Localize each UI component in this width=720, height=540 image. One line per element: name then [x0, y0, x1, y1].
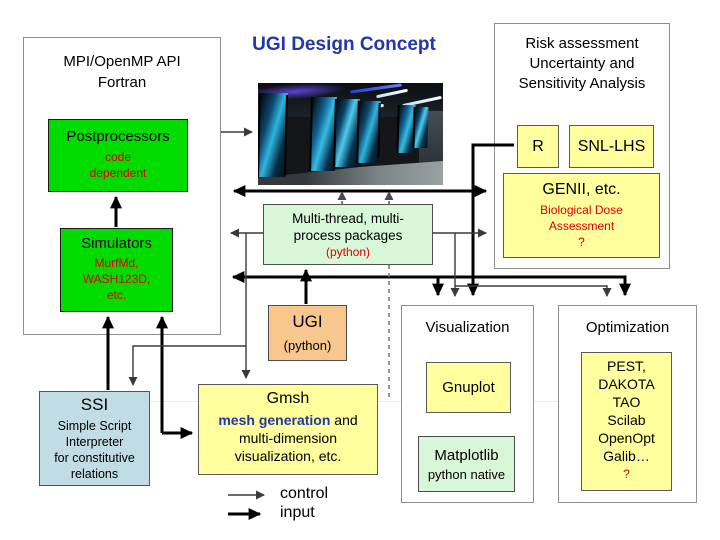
ssi-sub3: for constitutive: [54, 451, 135, 465]
gmsh-line2: mesh generation and: [199, 411, 377, 429]
gmsh-line3: multi-dimension: [238, 430, 338, 446]
legend-input-label: input: [280, 504, 315, 521]
simulators-sub2: WASH123D,: [82, 272, 151, 286]
multithread-line2: process packages: [293, 228, 403, 243]
snl-lhs-box: SNL-LHS: [569, 125, 654, 168]
snl-lhs-label: SNL-LHS: [577, 138, 646, 155]
arrow-control-to-optimization: [455, 285, 612, 297]
page-title: UGI Design Concept: [252, 34, 436, 55]
postprocessors-title: Postprocessors: [66, 128, 170, 145]
pest-line6: Galib…: [603, 448, 650, 464]
simulators-sub1: MurfMd,: [94, 256, 139, 270]
mpi-title-line1: MPI/OpenMP API: [63, 53, 181, 70]
pest-line1: PEST,: [607, 358, 646, 374]
postprocessors-sub2: dependent: [89, 166, 147, 180]
multithread-line1: Multi-thread, multi-: [292, 211, 404, 226]
ssi-sub1: Simple Script: [57, 419, 132, 433]
genii-title: GENII, etc.: [542, 181, 621, 198]
pest-line5: OpenOpt: [598, 430, 655, 446]
legend-control-label: control: [280, 485, 329, 502]
ssi-sub2: Interpreter: [65, 435, 124, 449]
matplotlib-title: Matplotlib: [434, 447, 499, 464]
pest-line4: Scilab: [607, 412, 646, 428]
simulators-sub3: etc.: [106, 288, 127, 302]
genii-sub3: ?: [578, 235, 585, 249]
gmsh-mesh-generation-highlight: mesh generation: [218, 412, 331, 428]
simulators-box: Simulators MurfMd, WASH123D, etc.: [60, 228, 173, 312]
gnuplot-box: Gnuplot: [426, 362, 511, 413]
gmsh-line2-rest: and: [330, 412, 358, 428]
ssi-sub4: relations: [70, 467, 119, 481]
optimization-title: Optimization: [585, 319, 670, 336]
photo-server-cabinet: [412, 107, 429, 148]
pest-box: PEST, DAKOTA TAO Scilab OpenOpt Galib… ?: [581, 352, 672, 491]
r-box: R: [517, 125, 559, 168]
ugi-box: UGI (python): [268, 305, 347, 361]
gmsh-line4: visualization, etc.: [234, 448, 342, 464]
matplotlib-box: Matplotlib python native: [418, 436, 515, 492]
r-label: R: [532, 138, 544, 155]
risk-title-line3: Sensitivity Analysis: [518, 75, 646, 92]
supercomputer-photo: [258, 83, 443, 185]
ugi-title: UGI: [292, 312, 323, 331]
multithread-packages-box: Multi-thread, multi- process packages (p…: [263, 204, 433, 265]
postprocessors-box: Postprocessors code dependent: [48, 119, 188, 192]
arrow-control-to-ssi: [128, 345, 246, 386]
ugi-note: (python): [283, 338, 332, 353]
ssi-title: SSI: [80, 395, 109, 414]
visualization-title: Visualization: [425, 319, 510, 336]
pest-line3: TAO: [612, 394, 641, 410]
gmsh-title: Gmsh: [266, 390, 310, 407]
simulators-title: Simulators: [81, 235, 152, 252]
gmsh-box: Gmsh mesh generation and multi-dimension…: [198, 384, 378, 475]
pest-line2: DAKOTA: [598, 376, 655, 392]
risk-title-line1: Risk assessment: [525, 35, 639, 52]
risk-title-line2: Uncertainty and: [529, 55, 635, 72]
multithread-note: (python): [325, 245, 371, 259]
pest-question: ?: [623, 467, 630, 481]
arrow-input-bus-to-optimization: [306, 275, 631, 297]
ssi-box: SSI Simple Script Interpreter for consti…: [39, 391, 150, 486]
genii-box: GENII, etc. Biological Dose Assessment ?: [503, 173, 660, 258]
mpi-title-line2: Fortran: [97, 74, 147, 91]
postprocessors-sub1: code: [104, 150, 132, 164]
genii-sub2: Assessment: [548, 219, 615, 233]
matplotlib-note: python native: [427, 467, 506, 482]
genii-sub1: Biological Dose: [540, 203, 623, 217]
gnuplot-label: Gnuplot: [442, 379, 495, 396]
